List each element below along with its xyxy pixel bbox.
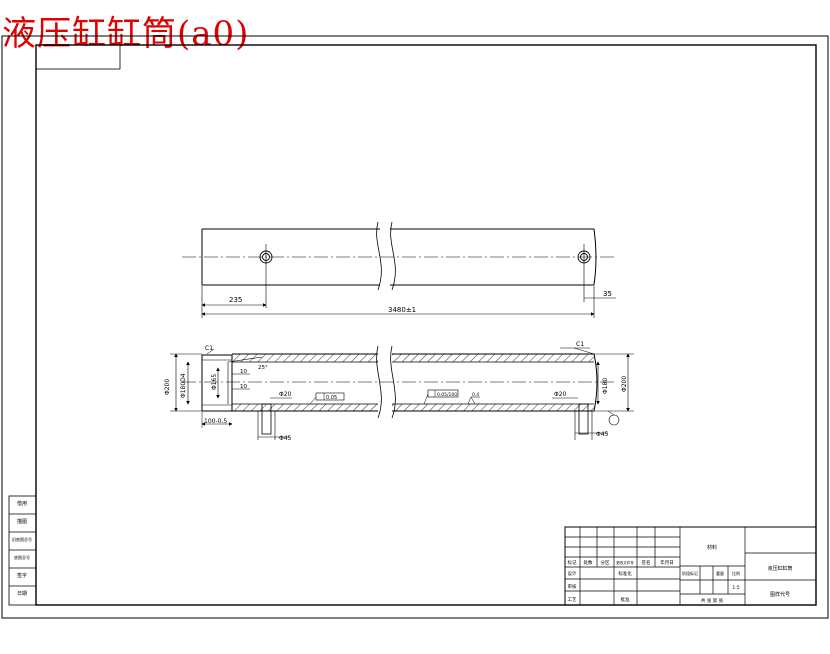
margin-label-2: 描图 xyxy=(17,518,27,525)
rev-header-2: 处数 xyxy=(584,559,593,566)
dim-port-left-dia: Φ20 xyxy=(279,391,292,398)
margin-label-1: 借用 xyxy=(17,500,27,507)
dim-port-right-dia: Φ20 xyxy=(554,391,567,398)
rev-header-5: 签名 xyxy=(642,559,651,566)
tolerance-box-2: 0.05/100 xyxy=(437,392,457,398)
dim-left-offset: 235 xyxy=(229,296,242,304)
drawing-name: 液压缸缸筒 xyxy=(767,565,792,572)
tolerance-box-1: 0.05 xyxy=(326,395,337,401)
rev-header-1: 标记 xyxy=(568,559,577,566)
approval-review: 审核 xyxy=(568,583,577,590)
approval-approve: 批准 xyxy=(621,596,630,603)
rev-header-4: 更改文件号 xyxy=(616,560,634,565)
approval-design: 设计 xyxy=(568,570,577,577)
margin-label-5: 签字 xyxy=(17,572,27,579)
left-margin-table xyxy=(8,495,37,606)
corner-code-box xyxy=(35,44,121,70)
scale-value: 1:5 xyxy=(732,585,739,591)
stage-mark-label: 阶段标记 xyxy=(682,570,698,576)
dim-outer-dia-left: Φ200 xyxy=(164,379,171,395)
approval-standard: 标准化 xyxy=(618,570,632,577)
rev-header-3: 分区 xyxy=(601,559,610,566)
top-view xyxy=(182,221,616,318)
dim-total-length: 3480±1 xyxy=(388,306,416,314)
dim-bore-left: Φ180D4 xyxy=(180,373,187,398)
dim-chamfer-right: C1 xyxy=(576,341,584,348)
sheet-outer-border xyxy=(1,35,829,619)
section-view xyxy=(170,345,634,440)
material-cell: 材料 xyxy=(707,544,717,551)
dim-angle: 25° xyxy=(258,365,268,371)
rev-header-6: 年月日 xyxy=(660,559,674,566)
approval-process: 工艺 xyxy=(568,597,577,603)
scale-label: 比例 xyxy=(732,570,740,576)
dim-inner-step-b: 10 xyxy=(240,384,247,390)
surface-finish-mark: 0.4 xyxy=(472,392,479,398)
drawing-number: 图样代号 xyxy=(770,591,790,598)
dim-chamfer-left: C1 xyxy=(205,345,213,352)
dim-end-length: 100-0.5 xyxy=(204,418,227,425)
margin-label-6: 日期 xyxy=(17,591,27,597)
weight-label: 重量 xyxy=(716,570,724,576)
dim-bore-right: Φ180 xyxy=(602,378,609,394)
title-block xyxy=(564,526,817,606)
margin-label-3: 旧底图总号 xyxy=(12,536,32,542)
sheet-inner-border xyxy=(35,44,817,606)
dim-port-right-boss: Φ45 xyxy=(596,431,609,438)
dim-inner-dia: Φ165 xyxy=(211,374,218,390)
margin-label-4: 底图总号 xyxy=(14,554,30,560)
dim-right-offset: 35 xyxy=(603,290,612,298)
dim-inner-step-a: 10 xyxy=(240,369,247,375)
dim-port-left-boss: Φ45 xyxy=(279,435,292,442)
dim-outer-dia-right: Φ200 xyxy=(621,376,628,392)
drawing-title: 液压缸缸筒(a0) xyxy=(2,14,250,54)
sheet-info: 共 张 第 张 xyxy=(701,597,724,604)
